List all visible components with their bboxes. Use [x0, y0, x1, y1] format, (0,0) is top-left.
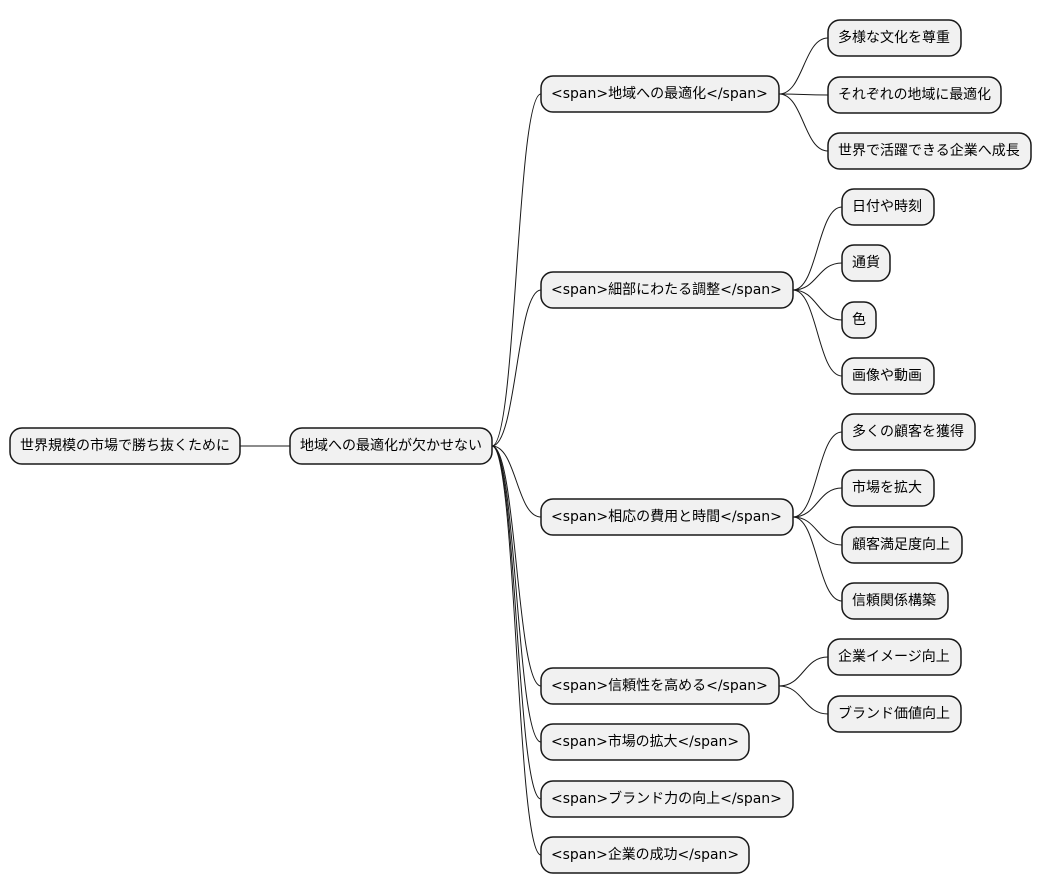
leaf-node-4-1-box: [827, 638, 962, 676]
branch-to-leaf-connector-2-4: [792, 289, 843, 377]
leaf-node-1-3: 世界で活躍できる企業へ成長: [827, 132, 1032, 170]
leaf-node-3-1: 多くの顧客を獲得: [841, 413, 976, 451]
branch-node-1-box: [540, 75, 780, 113]
branch-node-6-box: [540, 780, 794, 818]
branch-node-3-label: <span>相応の費用と時間</span>: [551, 509, 782, 525]
branch-node-6-label: <span>ブランド力の向上</span>: [551, 790, 782, 807]
branch-to-leaf-connector-4-1: [778, 656, 829, 687]
leaf-node-4-2: ブランド価値向上: [827, 695, 962, 733]
hub-to-branch-connector-7: [491, 445, 542, 856]
leaf-node-1-1-box: [827, 19, 962, 57]
branch-node-1-label: <span>地域への最適化</span>: [551, 85, 768, 102]
leaf-node-3-4-label: 信頼関係構築: [852, 593, 936, 609]
leaf-node-2-2-box: [841, 244, 891, 282]
leaf-node-2-1-box: [841, 188, 935, 226]
branch-node-4-label: <span>信頼性を高める</span>: [551, 677, 768, 694]
leaf-node-4-2-box: [827, 695, 962, 733]
leaf-node-3-1-label: 多くの顧客を獲得: [852, 423, 964, 440]
leaf-node-1-2: それぞれの地域に最適化: [827, 76, 1002, 114]
root-node-label: 世界規模の市場で勝ち抜くために: [20, 437, 230, 454]
branch-to-leaf-connector-1-1: [778, 37, 829, 95]
branch-to-leaf-connector-3-3: [792, 516, 843, 546]
leaf-node-4-1: 企業イメージ向上: [827, 638, 962, 676]
leaf-node-2-4-box: [841, 357, 935, 395]
hub-node-label: 地域への最適化が欠かせない: [300, 437, 482, 454]
connector-lines: [240, 37, 843, 856]
leaf-node-2-1-label: 日付や時刻: [852, 199, 922, 215]
leaf-node-2-3-label: 色: [852, 311, 866, 328]
leaf-node-4-2-label: ブランド価値向上: [838, 705, 950, 722]
leaf-node-3-3: 顧客満足度向上: [841, 526, 963, 564]
leaf-node-3-4: 信頼関係構築: [841, 582, 949, 620]
branch-node-5-box: [540, 723, 750, 761]
hub-to-branch-connector-6: [491, 445, 542, 800]
branch-node-7-label: <span>企業の成功</span>: [551, 846, 739, 863]
branch-to-leaf-connector-2-2: [792, 262, 843, 291]
branch-node-2-box: [540, 271, 794, 309]
leaf-node-3-2-label: 市場を拡大: [852, 479, 922, 496]
leaf-node-2-3-box: [841, 301, 877, 339]
leaf-node-1-1-label: 多様な文化を尊重: [838, 29, 950, 46]
branch-node-4-box: [540, 667, 780, 705]
branch-node-7-box: [540, 836, 750, 874]
hub-to-branch-connector-5: [491, 445, 542, 743]
leaf-node-1-2-label: それぞれの地域に最適化: [838, 86, 991, 103]
branch-to-leaf-connector-1-3: [778, 93, 829, 152]
leaf-node-3-1-box: [841, 413, 976, 451]
leaf-node-1-3-box: [827, 132, 1032, 170]
branch-to-leaf-connector-3-1: [792, 431, 843, 518]
branch-node-1: <span>地域への最適化</span>: [540, 75, 780, 113]
hub-to-branch-connector-3: [491, 445, 542, 518]
branch-to-leaf-connector-2-3: [792, 289, 843, 321]
branch-to-leaf-connector-4-2: [778, 685, 829, 715]
hub-node: 地域への最適化が欠かせない: [289, 427, 493, 465]
leaf-node-3-2: 市場を拡大: [841, 469, 935, 507]
branch-node-3-box: [540, 498, 794, 536]
hub-to-branch-connector-2: [491, 289, 542, 447]
branch-node-4: <span>信頼性を高める</span>: [540, 667, 780, 705]
branch-to-leaf-connector-3-4: [792, 516, 843, 602]
leaf-node-4-1-label: 企業イメージ向上: [838, 648, 950, 665]
branch-node-5: <span>市場の拡大</span>: [540, 723, 750, 761]
leaf-node-3-3-box: [841, 526, 963, 564]
leaf-node-1-2-box: [827, 76, 1002, 114]
leaf-node-1-1: 多様な文化を尊重: [827, 19, 962, 57]
hub-to-branch-connector-1: [491, 93, 542, 447]
hub-to-branch-connector-4: [491, 445, 542, 687]
mindmap-nodes: 世界規模の市場で勝ち抜くために 地域への最適化が欠かせない <span>地域への最適…: [9, 19, 1032, 874]
leaf-node-3-2-box: [841, 469, 935, 507]
leaf-node-1-3-label: 世界で活躍できる企業へ成長: [838, 142, 1020, 159]
branch-to-leaf-connector-3-2: [792, 487, 843, 518]
leaf-node-2-2-label: 通貨: [852, 254, 880, 271]
branch-node-3: <span>相応の費用と時間</span>: [540, 498, 794, 536]
leaf-node-2-3: 色: [841, 301, 877, 339]
root-node-box: [9, 427, 241, 465]
branch-node-2: <span>細部にわたる調整</span>: [540, 271, 794, 309]
branch-to-leaf-connector-2-1: [792, 206, 843, 291]
leaf-node-2-1: 日付や時刻: [841, 188, 935, 226]
branch-node-2-label: <span>細部にわたる調整</span>: [551, 282, 782, 298]
branch-node-6: <span>ブランド力の向上</span>: [540, 780, 794, 818]
leaf-node-2-4-label: 画像や動画: [852, 368, 922, 384]
hub-node-box: [289, 427, 493, 465]
leaf-node-3-3-label: 顧客満足度向上: [852, 536, 950, 553]
leaf-node-3-4-box: [841, 582, 949, 620]
leaf-node-2-2: 通貨: [841, 244, 891, 282]
root-node: 世界規模の市場で勝ち抜くために: [9, 427, 241, 465]
branch-to-leaf-connector-1-2: [778, 93, 829, 96]
leaf-node-2-4: 画像や動画: [841, 357, 935, 395]
branch-node-7: <span>企業の成功</span>: [540, 836, 750, 874]
branch-node-5-label: <span>市場の拡大</span>: [551, 733, 739, 750]
